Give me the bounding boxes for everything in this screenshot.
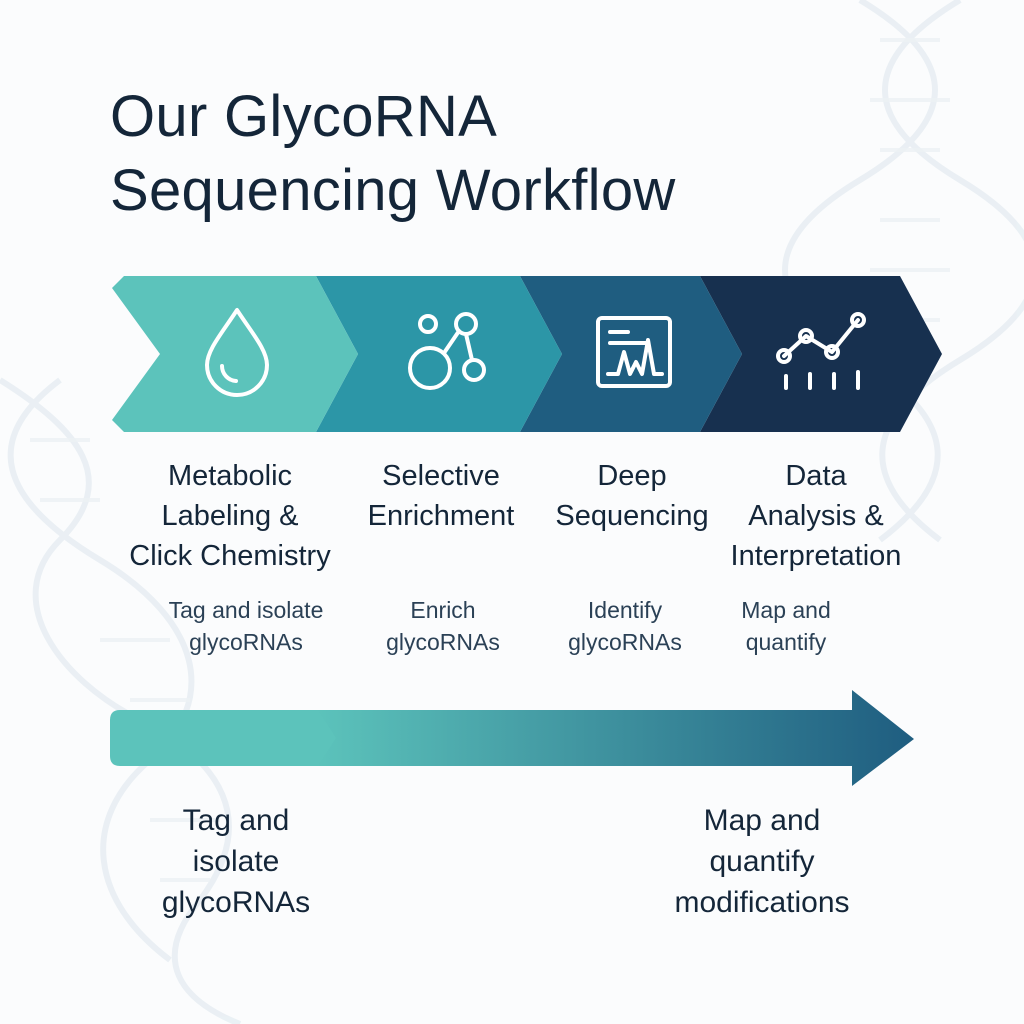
line-chart-icon bbox=[776, 312, 866, 390]
molecule-icon bbox=[408, 312, 486, 390]
step-2-desc-line-1: Enrich bbox=[410, 597, 476, 623]
arrow-end-line-2: quantify bbox=[709, 845, 815, 878]
step-2-description: Enrich glycoRNAs bbox=[386, 594, 500, 658]
arrow-start-label: Tag and isolate glycoRNAs bbox=[162, 800, 310, 923]
step-2-title-line-1: Selective bbox=[382, 460, 500, 492]
step-2-title: Selective Enrichment bbox=[368, 456, 515, 536]
arrow-start-line-3: glycoRNAs bbox=[161, 886, 311, 919]
arrow-end-label: Map and quantify modifications bbox=[674, 800, 849, 923]
step-2-title-line-2: Enrichment bbox=[367, 500, 515, 532]
step-1-title-line-3: Click Chemistry bbox=[129, 540, 331, 572]
step-3-desc-line-2: glycoRNAs bbox=[568, 629, 682, 655]
chevron-step-4 bbox=[700, 276, 942, 432]
step-3-description: Identify glycoRNAs bbox=[568, 594, 682, 658]
summary-arrow-shaft-dark bbox=[316, 690, 914, 786]
step-1-desc-line-2: glycoRNAs bbox=[189, 629, 303, 655]
arrow-start-line-2: isolate bbox=[192, 845, 280, 878]
summary-arrow-shaft-light bbox=[110, 710, 336, 766]
arrow-end-line-1: Map and bbox=[703, 804, 821, 837]
arrow-end-line-3: modifications bbox=[674, 886, 850, 919]
step-1-description: Tag and isolate glycoRNAs bbox=[169, 594, 324, 658]
workflow-chevron-band bbox=[112, 276, 942, 432]
sequencing-monitor-icon bbox=[596, 316, 672, 388]
droplet-icon bbox=[205, 308, 269, 397]
step-1-title-line-1: Metabolic bbox=[167, 460, 293, 492]
step-4-title-line-1: Data bbox=[785, 460, 847, 492]
step-4-description: Map and quantify bbox=[741, 594, 831, 658]
step-1-desc-line-1: Tag and isolate bbox=[168, 597, 324, 623]
step-2-desc-line-2: glycoRNAs bbox=[386, 629, 500, 655]
step-3-title-line-2: Sequencing bbox=[555, 500, 709, 532]
step-4-desc-line-1: Map and bbox=[741, 597, 831, 623]
step-3-desc-line-1: Identify bbox=[587, 597, 663, 623]
step-4-desc-line-2: quantify bbox=[745, 629, 827, 655]
title-line-2: Sequencing Workflow bbox=[110, 158, 676, 223]
title-line-1: Our GlycoRNA bbox=[110, 84, 498, 149]
step-4-title-line-3: Interpretation bbox=[730, 540, 902, 572]
step-1-title-line-2: Labeling & bbox=[161, 500, 299, 532]
step-3-title-line-1: Deep bbox=[597, 460, 667, 492]
chevron-step-3 bbox=[520, 276, 742, 432]
step-1-title: Metabolic Labeling & Click Chemistry bbox=[129, 456, 330, 576]
page-title: Our GlycoRNA Sequencing Workflow bbox=[110, 80, 676, 228]
chevron-step-2 bbox=[316, 276, 562, 432]
step-3-title: Deep Sequencing bbox=[555, 456, 708, 536]
step-4-title: Data Analysis & Interpretation bbox=[731, 456, 902, 576]
step-4-title-line-2: Analysis & bbox=[748, 500, 884, 532]
chevron-step-1 bbox=[112, 276, 358, 432]
arrow-start-line-1: Tag and bbox=[182, 804, 290, 837]
